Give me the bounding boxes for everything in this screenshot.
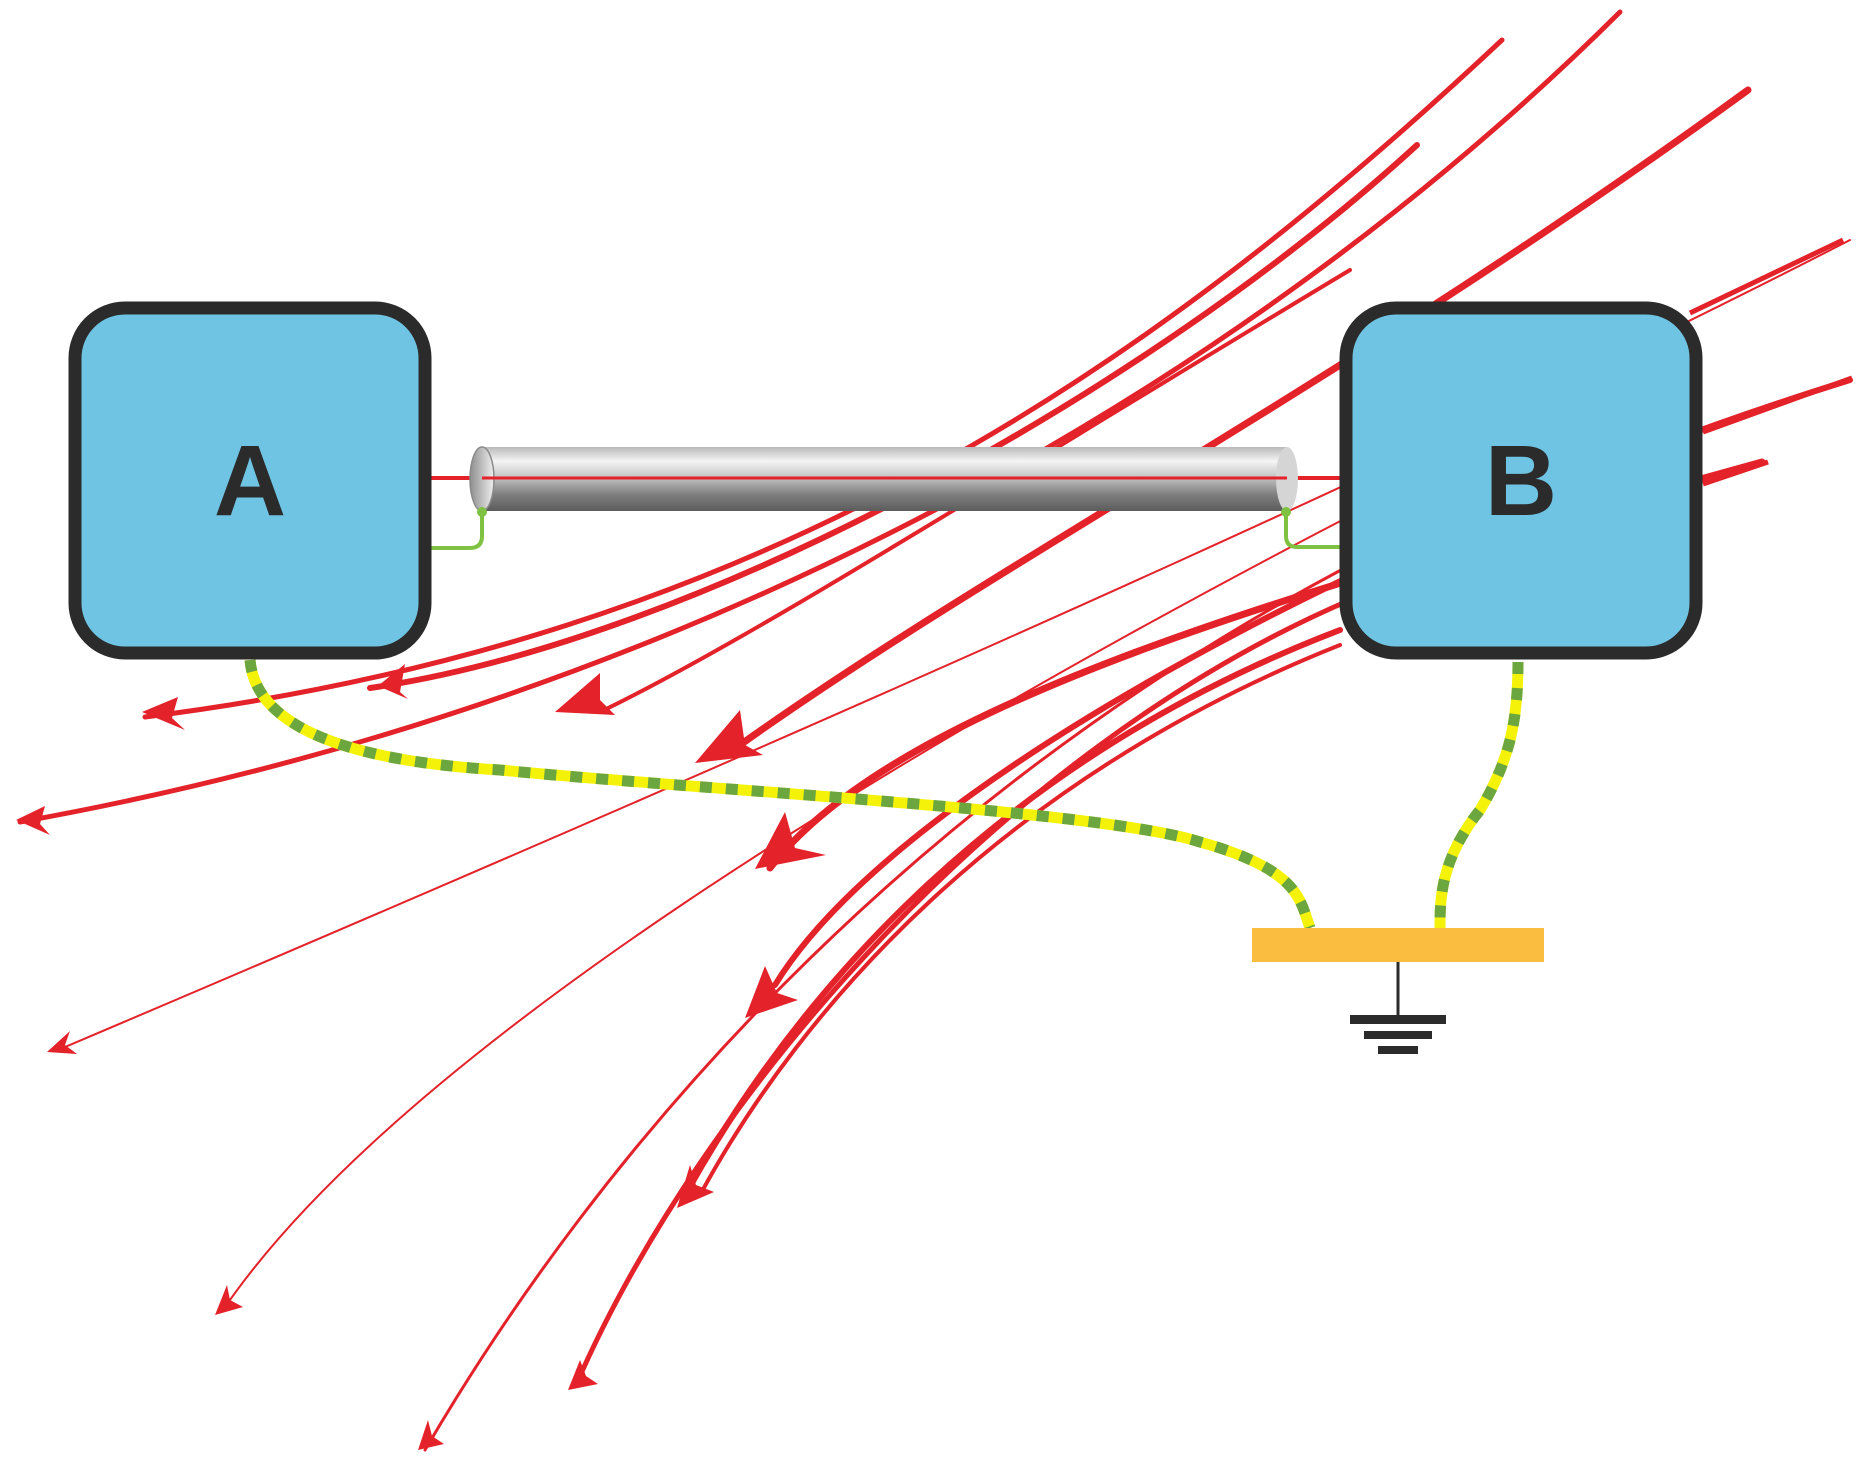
shield-drain-b [1284, 512, 1340, 549]
arrowhead [677, 1165, 714, 1208]
shield-wires [428, 507, 1340, 550]
shielded-cable [469, 446, 1298, 512]
ground-connection [1252, 928, 1544, 1054]
field-line [698, 643, 1342, 1197]
ground-bar [1252, 928, 1544, 962]
shield-drain-a [428, 512, 484, 550]
device-a-label: A [214, 425, 286, 537]
field-line [1702, 459, 1769, 487]
arrowhead [47, 1031, 77, 1054]
field-line [1688, 237, 1845, 316]
arrowhead [695, 710, 763, 763]
field-line [222, 516, 1349, 1311]
ground-wires [244, 659, 1524, 930]
shield-terminal-a [477, 507, 487, 517]
ground-wire-b-stripes [1434, 661, 1524, 929]
arrowhead [745, 966, 798, 1018]
field-line [423, 558, 1362, 1452]
arrowhead [568, 1360, 598, 1390]
arrowhead [418, 1420, 444, 1450]
field-line [598, 268, 1352, 714]
arrowhead [142, 697, 185, 730]
field-line [1702, 375, 1853, 435]
device-b-label: B [1485, 425, 1557, 537]
arrowhead [378, 664, 408, 699]
arrowhead [215, 1285, 243, 1315]
shield-terminal-b [1281, 507, 1291, 517]
field-lines [17, 9, 1853, 1452]
arrowhead [555, 673, 615, 715]
right-field-lines [1688, 237, 1853, 487]
ground-wire-b [1434, 661, 1524, 929]
device-a[interactable]: A [68, 301, 432, 660]
ground-wire-a-stripes [244, 659, 1316, 930]
device-a-box [68, 301, 432, 660]
device-b-box [1339, 301, 1703, 660]
arrowhead [16, 806, 50, 835]
arrowheads [16, 664, 826, 1450]
device-b[interactable]: B [1339, 301, 1703, 660]
arrowhead [755, 812, 826, 869]
ground-symbol-icon [1350, 962, 1446, 1054]
field-line [573, 597, 1353, 1388]
